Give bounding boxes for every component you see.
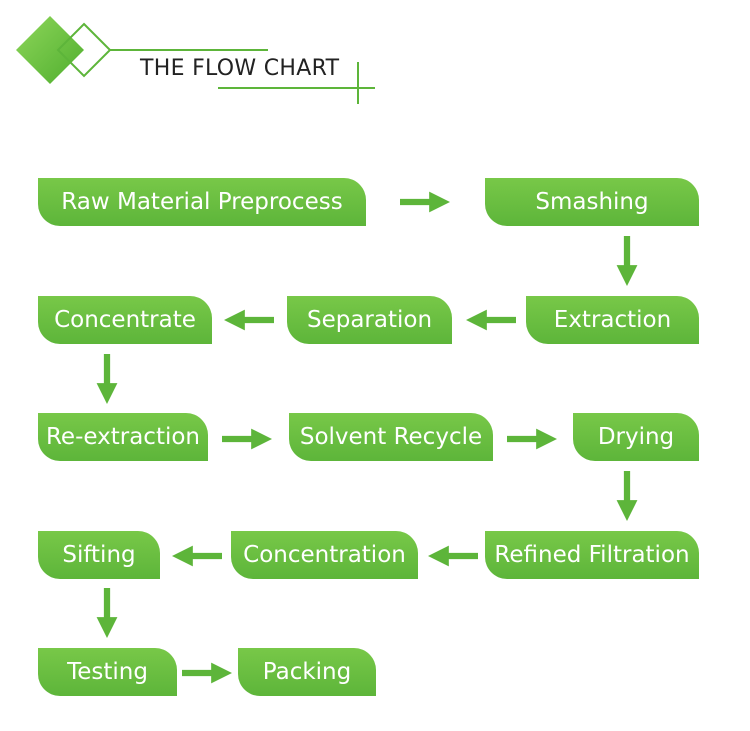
step-testing: Testing xyxy=(38,648,177,696)
step-separation: Separation xyxy=(287,296,452,344)
arrow-right-icon xyxy=(182,662,232,684)
arrow-left-icon xyxy=(172,545,222,567)
arrow-down-icon xyxy=(96,354,118,404)
step-raw-material-preprocess: Raw Material Preprocess xyxy=(38,178,366,226)
step-packing: Packing xyxy=(238,648,376,696)
step-concentration: Concentration xyxy=(231,531,418,579)
arrow-down-icon xyxy=(616,236,638,286)
arrow-down-icon xyxy=(616,471,638,521)
step-sifting: Sifting xyxy=(38,531,160,579)
arrow-left-icon xyxy=(428,545,478,567)
step-smashing: Smashing xyxy=(485,178,699,226)
step-concentrate: Concentrate xyxy=(38,296,212,344)
page-title: THE FLOW CHART xyxy=(140,56,340,81)
arrow-down-icon xyxy=(96,588,118,638)
step-re-extraction: Re-extraction xyxy=(38,413,208,461)
arrow-right-icon xyxy=(222,428,272,450)
step-solvent-recycle: Solvent Recycle xyxy=(289,413,493,461)
step-extraction: Extraction xyxy=(526,296,699,344)
diamond-logo-icon xyxy=(16,16,84,84)
arrow-right-icon xyxy=(400,191,450,213)
arrow-left-icon xyxy=(224,309,274,331)
arrow-left-icon xyxy=(466,309,516,331)
arrow-right-icon xyxy=(507,428,557,450)
step-refined-filtration: Refined Filtration xyxy=(485,531,699,579)
header-decoration xyxy=(16,16,375,104)
step-drying: Drying xyxy=(573,413,699,461)
diamond-outline-icon xyxy=(56,22,112,78)
